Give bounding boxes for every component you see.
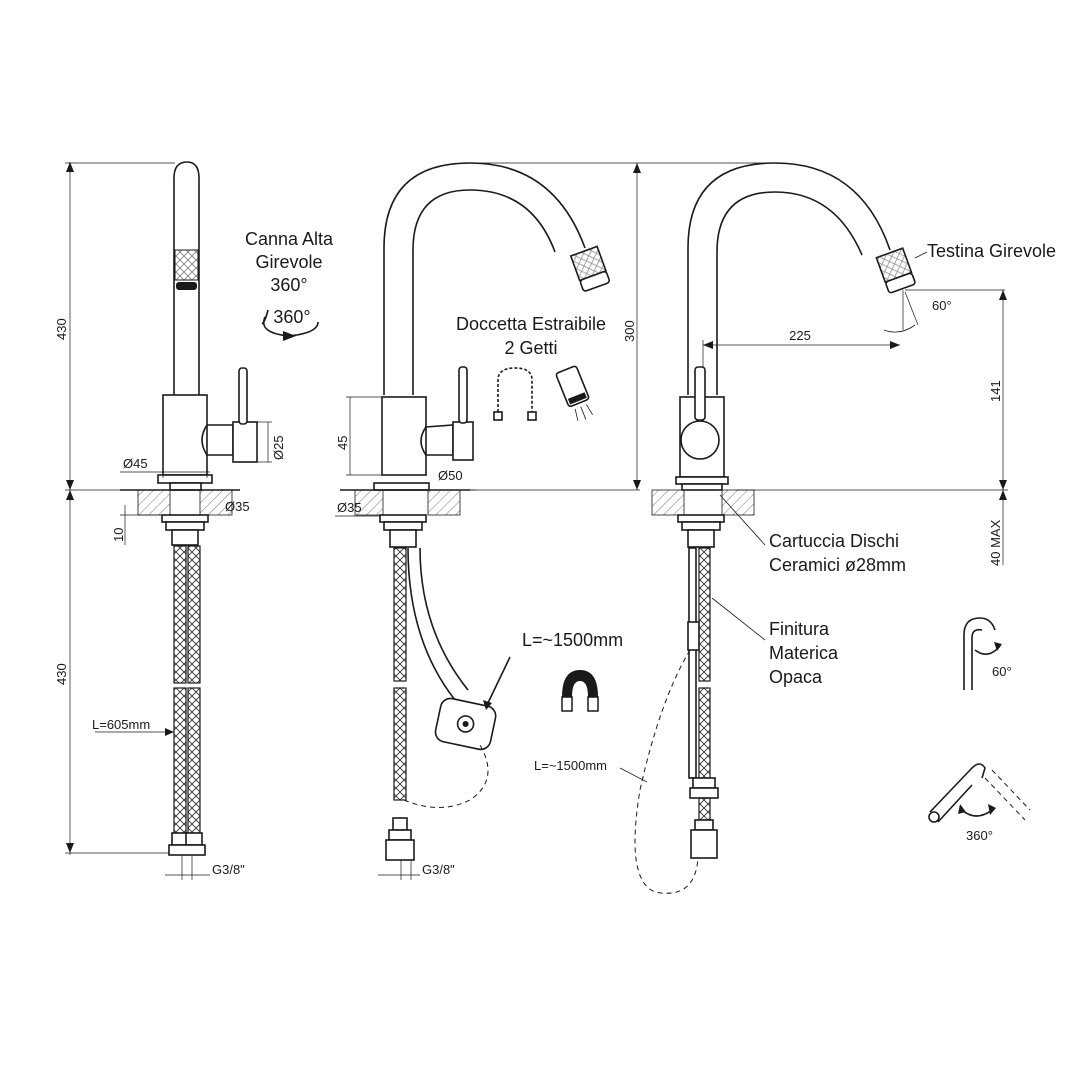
doccetta-title-1: Doccetta Estraibile: [456, 314, 606, 334]
doccetta-title-2: 2 Getti: [504, 338, 557, 358]
pullout-spout: [383, 162, 586, 395]
body-height-label: 45: [335, 436, 350, 450]
canna-title-1: Canna Alta: [245, 229, 334, 249]
height-lower-label: 430: [54, 663, 69, 685]
head-angle-icon-label: 60°: [992, 664, 1012, 679]
spray-handle: [434, 697, 497, 751]
middle-view: 45 Ø50 Ø35 G3/8" L: [335, 162, 623, 880]
canna-title-2: Girevole: [255, 252, 322, 272]
finitura-label-1: Finitura: [769, 619, 830, 639]
spout: [173, 161, 200, 395]
reach-label: 225: [789, 328, 811, 343]
thread-label-left: G3/8": [212, 862, 245, 877]
pullout-mixer-body: [381, 396, 427, 476]
left-view: 430 430 Ø25 Ø45 Ø35 10: [54, 161, 334, 880]
swivel-spout: [687, 162, 891, 395]
cartuccia-label-1: Cartuccia Dischi: [769, 531, 899, 551]
canna-title-3: 360°: [270, 275, 307, 295]
hose-length-label: L=605mm: [92, 717, 150, 732]
thread-label-mid: G3/8": [422, 862, 455, 877]
rotation-arrow-icon: 360°: [261, 307, 319, 341]
testina-label: Testina Girevole: [927, 241, 1056, 261]
spout-rotation-icon-label: 360°: [966, 828, 993, 843]
lever-diameter-label: Ø25: [271, 435, 286, 460]
finitura-label-2: Materica: [769, 643, 839, 663]
swivel-head-icon: 60°: [963, 617, 1012, 690]
angle-label: 60°: [932, 298, 952, 313]
base-diameter-label: Ø50: [438, 468, 463, 483]
spout-swivel-icon: 360°: [928, 763, 1031, 843]
spray-head-icon: [555, 365, 593, 421]
pullout-hose-icon: [493, 367, 537, 421]
body-diameter-label: Ø45: [123, 456, 148, 471]
lever: [238, 367, 248, 425]
thickness-label: 10: [111, 528, 126, 542]
rotation-icon-label: 360°: [273, 307, 310, 327]
swivel-head: [875, 247, 916, 294]
lever-hub: [232, 421, 258, 463]
hole-diameter-label-mid: Ø35: [337, 500, 362, 515]
right-view: 300 Testina Girevole 225 60° 141 40 MAX: [470, 162, 1056, 894]
hole-diameter-label-left: Ø35: [225, 499, 250, 514]
height-upper-label: 430: [54, 318, 69, 340]
mixer-body: [162, 394, 208, 476]
deck-max-label: 40 MAX: [988, 519, 1003, 566]
hose-length-big-label: L=~1500mm: [522, 630, 623, 650]
cartuccia-label-2: Ceramici ø28mm: [769, 555, 906, 575]
hose-length-small-label: L=~1500mm: [534, 758, 607, 773]
magnet-icon: [561, 670, 599, 712]
outlet-height-label: 141: [988, 380, 1003, 402]
finitura-label-3: Opaca: [769, 667, 823, 687]
spout-height-label: 300: [622, 320, 637, 342]
